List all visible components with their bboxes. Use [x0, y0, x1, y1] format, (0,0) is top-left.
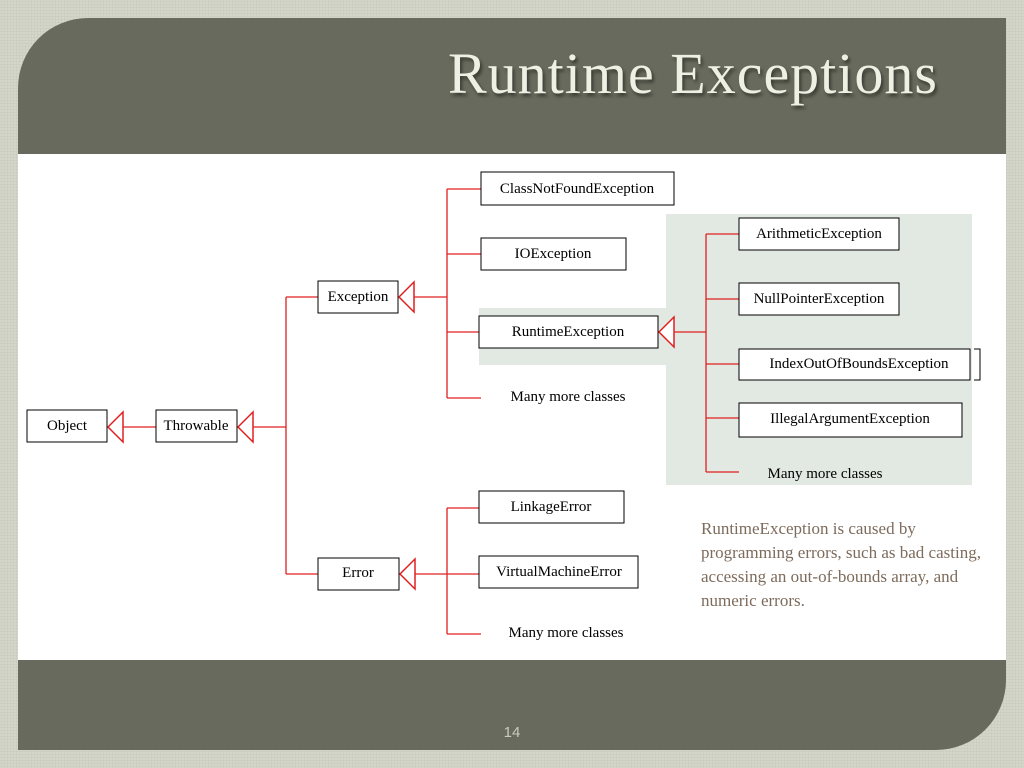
throwable-box	[155, 409, 238, 443]
throwable-label: Throwable	[164, 418, 229, 434]
linkageerror-box	[478, 490, 625, 524]
indexoutofbounds-box-edge	[974, 348, 981, 381]
classnotfound-label: ClassNotFoundException	[500, 181, 655, 197]
virtualmachineerror-box	[478, 555, 639, 589]
inherit-arrow-exception	[397, 280, 415, 314]
indexoutofbounds-box	[738, 348, 971, 381]
inherit-arrow-error	[398, 557, 416, 591]
inherit-arrow-runtimeexception	[657, 315, 675, 349]
exception-more-label: Many more classes	[511, 389, 626, 405]
classnotfound-box	[480, 171, 675, 206]
arithmetic-label: ArithmeticException	[756, 226, 882, 242]
object-label: Object	[47, 418, 88, 434]
page-number: 14	[503, 724, 521, 741]
inherit-arrow-object	[106, 410, 124, 444]
runtimeexception-box	[478, 315, 659, 349]
linkageerror-label: LinkageError	[511, 499, 592, 515]
exception-label: Exception	[328, 289, 389, 305]
runtimeexception-label: RuntimeException	[512, 324, 625, 340]
error-box	[317, 557, 400, 591]
illegalargument-box	[738, 402, 963, 438]
nullpointer-box	[738, 282, 900, 316]
ioexception-label: IOException	[515, 246, 592, 262]
runtime-more-label: Many more classes	[768, 466, 883, 482]
error-more-label: Many more classes	[509, 625, 624, 641]
illegalargument-label: IllegalArgumentException	[770, 411, 930, 427]
object-box	[26, 409, 108, 443]
inherit-arrow-throwable	[236, 410, 254, 444]
slide-title: Runtime Exceptions	[448, 41, 938, 106]
virtualmachineerror-label: VirtualMachineError	[496, 564, 622, 580]
ioexception-box	[480, 237, 627, 271]
error-label: Error	[342, 565, 374, 581]
exception-box	[317, 280, 399, 314]
runtime-exception-note: RuntimeException is caused by programmin…	[701, 519, 981, 610]
indexoutofbounds-label: IndexOutOfBoundsException	[769, 356, 949, 372]
nullpointer-label: NullPointerException	[754, 291, 885, 307]
arithmetic-box	[738, 217, 900, 251]
